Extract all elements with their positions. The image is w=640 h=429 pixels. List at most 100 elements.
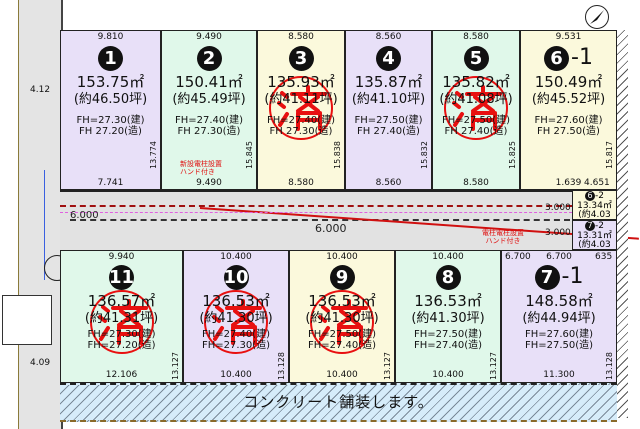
lot-number: 3 — [258, 45, 344, 71]
lot-area-tsubo: (約41.30坪) — [199, 311, 273, 326]
corner-dim-2: 3.000 — [545, 228, 571, 238]
lot-floor-heights: FH=27.40(建)FH=27.30(造) — [184, 329, 288, 351]
lot-area-tsubo: (約44.94坪) — [522, 311, 596, 326]
lot-side-dimension: 13.127 — [383, 352, 392, 380]
sidewalk-dim-bottom: 4.09 — [30, 358, 51, 368]
sold-stamp — [89, 289, 155, 355]
sidewalk-dim-top: 4.12 — [30, 85, 51, 95]
lot-number-badge: 9 — [329, 264, 355, 290]
lot-area-tsubo: (約45.49坪) — [172, 92, 246, 107]
lot-fh-ground: FH=27.30(造) — [201, 340, 271, 351]
lot-fh-ground: FH 27.40(造) — [357, 126, 420, 137]
sold-stamp — [203, 289, 269, 355]
lot-area-tsubo: (約4.03坪) — [578, 240, 611, 250]
road-centerline — [70, 219, 570, 221]
lot-number-badge: 3 — [288, 45, 314, 71]
lot-number-badge: 7 — [534, 264, 560, 290]
lot-area: 136.53㎡ — [202, 292, 270, 310]
lot-fh-ground: FH 27.20(造) — [79, 126, 142, 137]
lot-number-badge: 5 — [463, 45, 489, 71]
lot-top-dimension: 9.531 — [555, 32, 582, 42]
lot-number: 8 — [396, 264, 500, 290]
lot-number: 2 — [162, 45, 256, 71]
lot-fh-ground: FH=27.40(造) — [307, 340, 377, 351]
lot-area-tsubo: (約41.30坪) — [411, 311, 485, 326]
lot-floor-heights: FH=27.30(建)FH=27.20(造) — [61, 329, 182, 351]
lot-number-suffix: -1 — [561, 264, 584, 289]
lot-6-2[interactable]: 6-213.34㎡(約4.03坪) — [572, 190, 617, 220]
lot-top-dimension: 10.400 — [432, 252, 464, 262]
sold-stamp — [309, 289, 375, 355]
lot-area: 150.41㎡ — [175, 73, 243, 91]
pole-note-line-1: 新設電柱設置 — [180, 160, 222, 168]
drain-line — [60, 205, 572, 208]
lot-top-dimension: 10.400 — [326, 252, 358, 262]
concrete-paving-area: コンクリート舗装します。 — [60, 383, 617, 422]
lot-number-badge: 4 — [376, 45, 401, 71]
lot-bottom-dimension: 9.490 — [196, 178, 222, 188]
lot-top-dimension: 9.940 — [108, 252, 135, 262]
lot-bottom-dimension: 8.580 — [463, 178, 489, 188]
lot-bottom-dimension: 12.106 — [105, 370, 138, 380]
lot-number-suffix: -1 — [571, 45, 593, 70]
lot-fh-ground: FH 27.30(造) — [177, 126, 241, 137]
lot-bottom-dimension: 10.400 — [220, 370, 252, 380]
lot-area-tsubo: (約45.52坪) — [531, 92, 606, 107]
lot-fh-building: FH=27.40(建) — [201, 329, 271, 340]
lot-area: 135.82㎡ — [442, 73, 510, 91]
lot-top-dimension: 8.580 — [463, 32, 489, 42]
detail-inset — [2, 295, 52, 345]
lot-floor-heights: FH=27.40(建)FH 27.30(造) — [258, 115, 344, 137]
lot-number: 7-1 — [502, 264, 616, 290]
lot-top-dimension: 8.580 — [288, 32, 314, 42]
lot-number-badge: 6 — [585, 191, 595, 201]
lot-fh-building: FH=27.50(建) — [413, 329, 483, 340]
lot-bottom-dimension: 10.400 — [432, 370, 464, 380]
lot-number-badge: 7 — [585, 221, 595, 231]
sold-stamp — [443, 75, 509, 141]
lot-side-dimension: 15.825 — [508, 141, 517, 169]
lot-floor-heights: FH=27.50(建)FH 27.40(造) — [433, 115, 519, 137]
lot-bottom-dimension: 1.639 — [555, 178, 582, 188]
lot-area: 136.53㎡ — [414, 292, 482, 310]
lot-area: 148.58㎡ — [525, 292, 593, 310]
lot-floor-heights: FH=27.50(建)FH=27.40(造) — [290, 329, 394, 351]
lot-fh-building: FH=27.50(建) — [441, 115, 511, 126]
lot-area-tsubo: (約41.10坪) — [351, 92, 426, 107]
lot-area: 150.49㎡ — [534, 73, 603, 91]
pole-note-right-line-2: ハンド付き — [485, 237, 521, 245]
lot-top-dimension: 8.560 — [375, 32, 402, 42]
right-dim-6700: 6.700 — [505, 252, 531, 262]
lot-number-suffix: -2 — [595, 191, 604, 201]
lot-7-2[interactable]: 7-213.31㎡(約4.03坪) — [572, 220, 617, 250]
lot-number: 5 — [433, 45, 519, 71]
lot-fh-building: FH=27.60(建) — [524, 329, 594, 340]
water-line — [60, 212, 572, 213]
lot-side-dimension: 13.127 — [489, 352, 498, 380]
lot-side-dimension: 13.128 — [605, 352, 614, 380]
lot-number-badge: 11 — [109, 264, 135, 290]
lot-area-tsubo: (約41.30坪) — [305, 311, 379, 326]
lot-fh-building: FH=27.30(建) — [87, 329, 156, 340]
lot-fh-building: FH=27.50(建) — [354, 115, 423, 126]
lot-top-dimension: 9.490 — [196, 32, 222, 42]
road-width-left-label: 6.000 — [70, 210, 99, 221]
lot-6-2-top-dimension: 4.651 — [584, 178, 610, 188]
lot-number-badge: 6 — [544, 45, 570, 71]
lot-fh-building: FH=27.40(建) — [266, 115, 336, 126]
lot-area: 135.93㎡ — [267, 73, 335, 91]
lot-side-dimension: 15.838 — [333, 141, 342, 169]
lot-side-dimension: 13.774 — [149, 141, 158, 169]
pole-note-right: 電柱電柱設置ハンド付き — [482, 229, 524, 245]
